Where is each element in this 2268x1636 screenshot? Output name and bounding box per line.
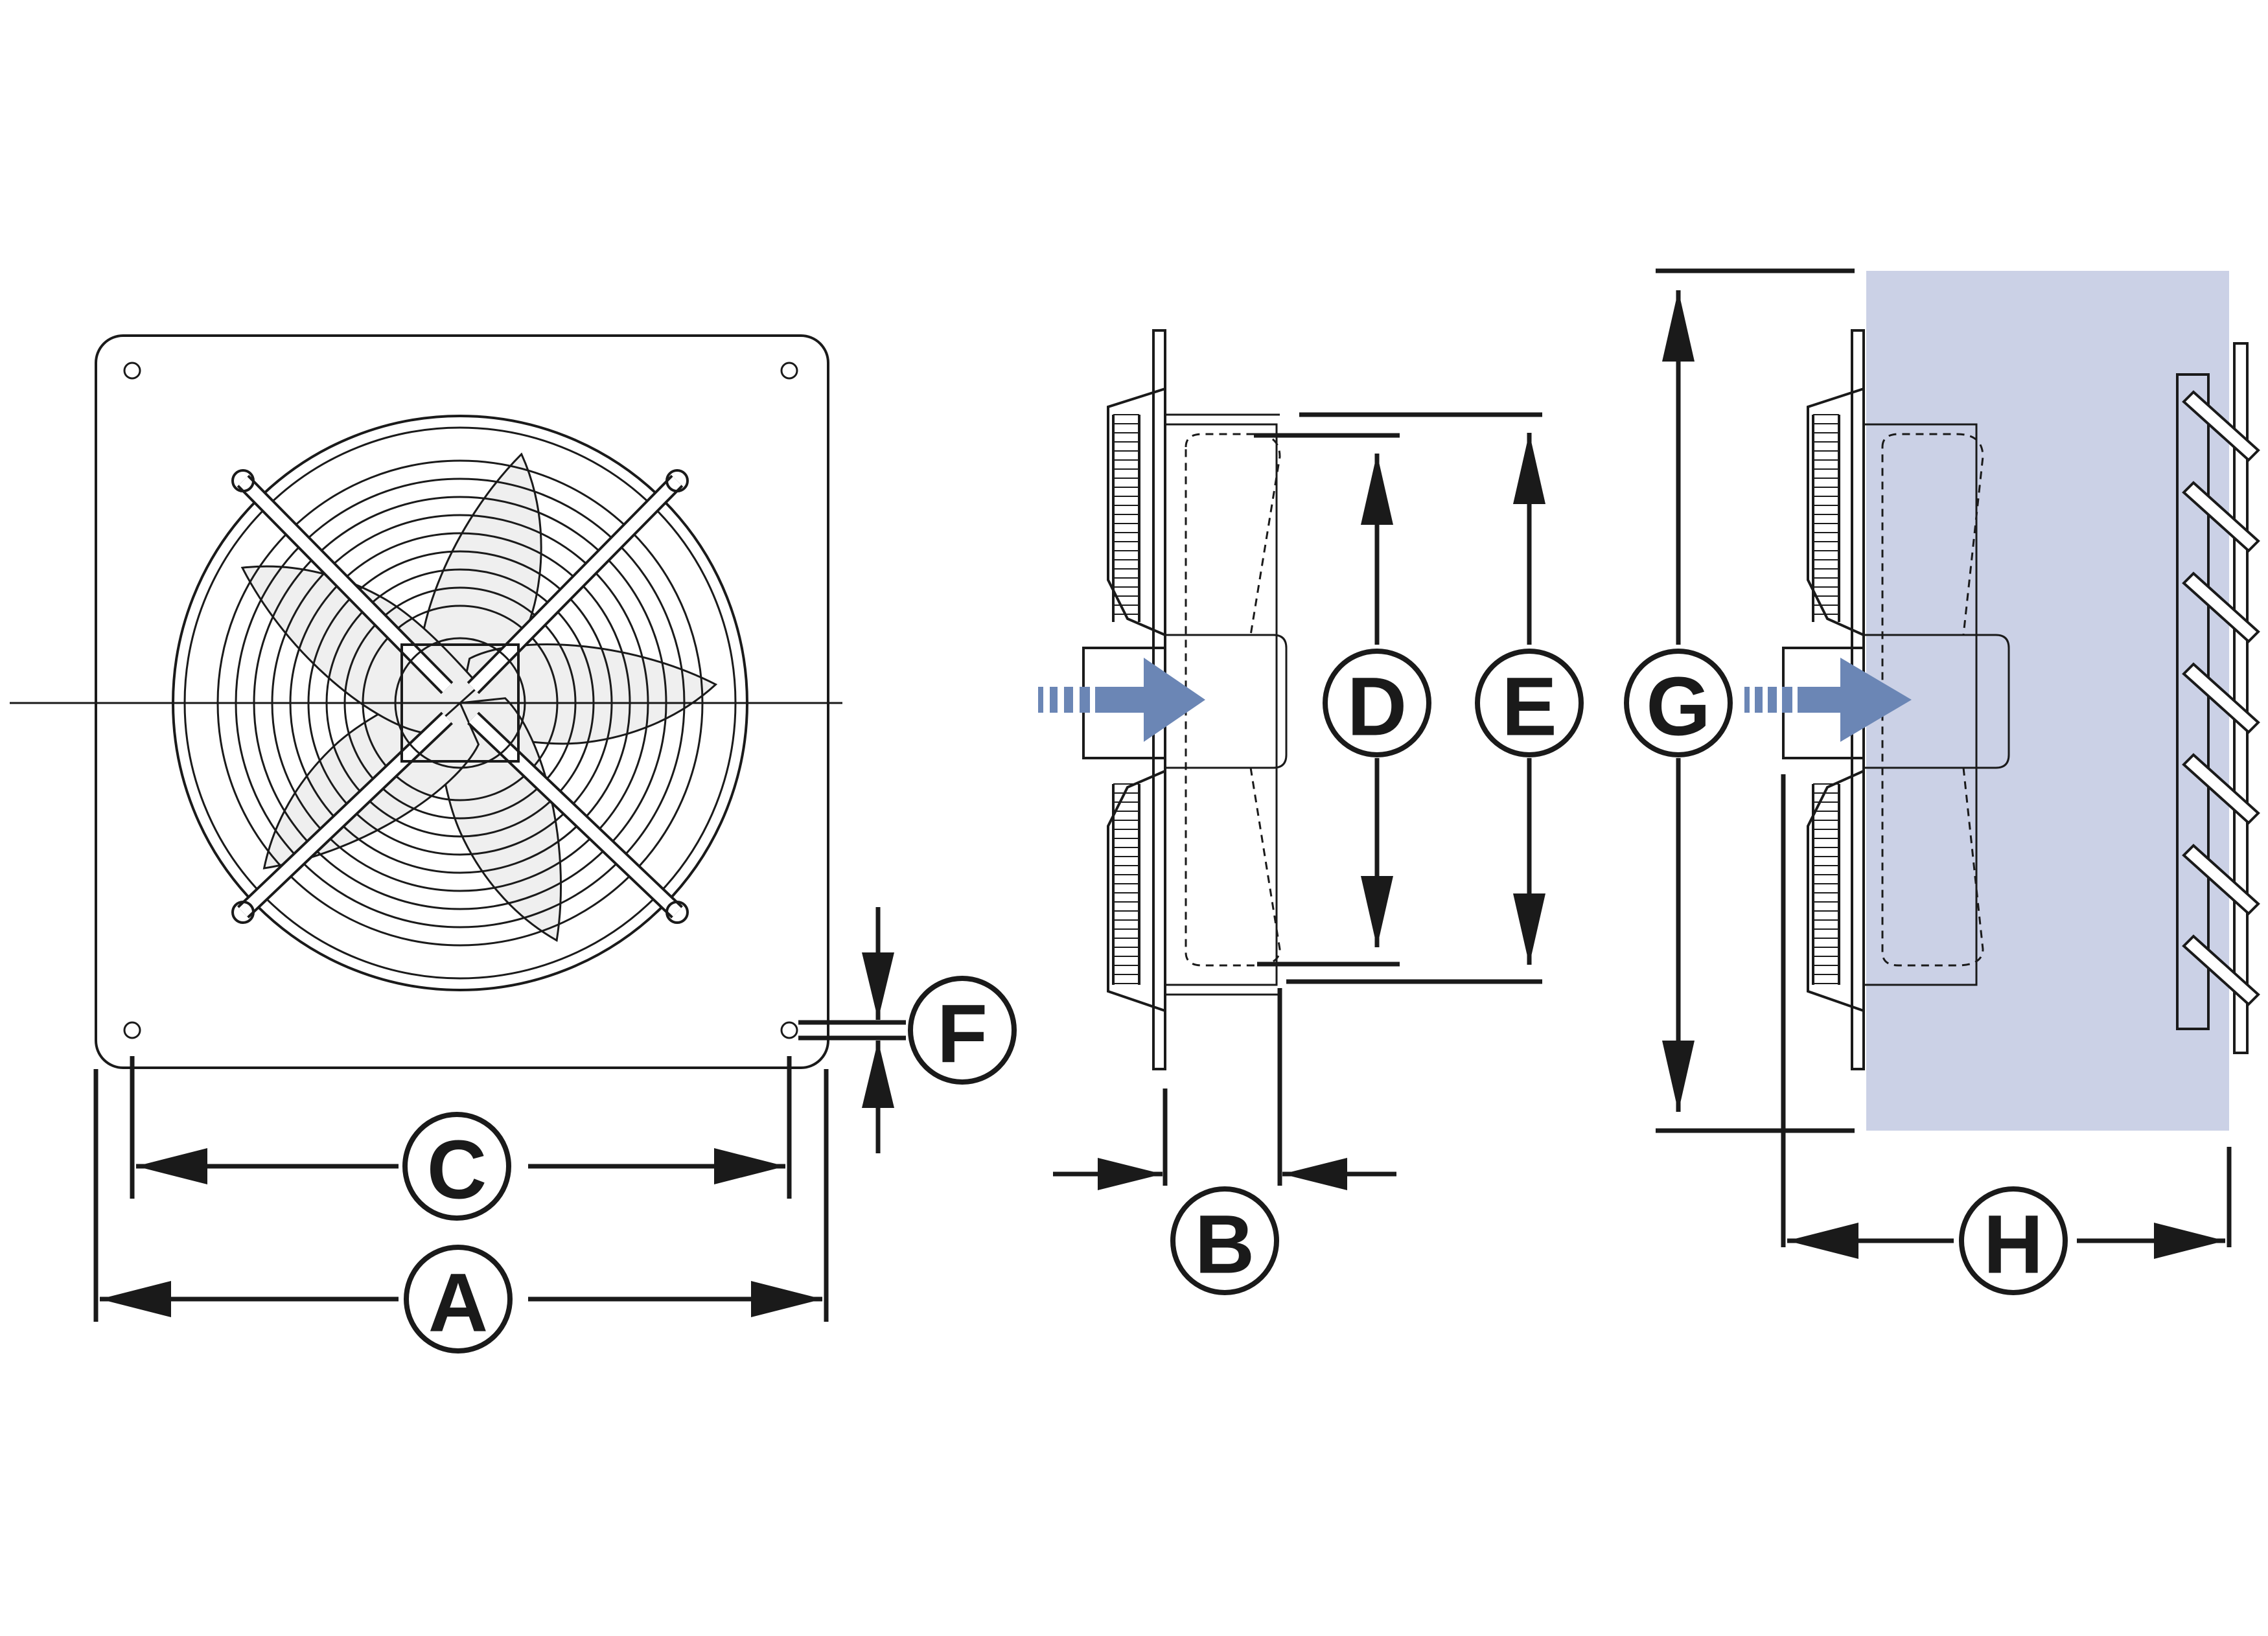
louvre-blade — [2182, 571, 2260, 643]
mounting-plate — [95, 334, 829, 1069]
guard-struts — [231, 469, 689, 924]
louvre-blade — [2182, 390, 2260, 462]
louvre-side-bar — [2233, 342, 2249, 1054]
label-c: C — [402, 1112, 511, 1221]
side-airflow-arrow — [1038, 658, 1205, 742]
louvre-blades — [2182, 390, 2260, 1006]
mounting-hole-bottom-right — [780, 1021, 798, 1039]
dimension-c — [130, 1056, 792, 1199]
louvre-frame — [2176, 373, 2210, 1030]
louvre-blade — [2182, 934, 2260, 1006]
dimension-b — [1053, 988, 1396, 1190]
front-view: C A F — [10, 334, 1017, 1354]
svg-text:C: C — [427, 1124, 487, 1217]
svg-text:G: G — [1646, 661, 1711, 754]
installed-hub — [1864, 634, 2010, 769]
svg-text:D: D — [1347, 661, 1407, 754]
duct-area — [1866, 271, 2229, 1131]
svg-text:E: E — [1501, 661, 1556, 754]
svg-text:H: H — [1984, 1199, 2043, 1291]
dimension-d — [1254, 433, 1400, 967]
louvre-blade — [2182, 481, 2260, 553]
installed-airflow-arrow — [1744, 658, 1912, 742]
label-b: B — [1170, 1186, 1279, 1295]
svg-text:A: A — [428, 1257, 488, 1350]
label-e: E — [1475, 649, 1584, 757]
side-hub — [1165, 634, 1288, 769]
svg-text:F: F — [937, 988, 988, 1081]
mounting-hole-top-right — [780, 362, 798, 380]
label-g: G — [1624, 649, 1733, 757]
svg-text:B: B — [1195, 1199, 1255, 1291]
label-a: A — [404, 1245, 513, 1354]
dimension-g — [1656, 268, 1855, 1133]
installed-venturi — [1864, 423, 1978, 986]
louvre-blade — [2182, 844, 2260, 916]
mounting-hole-bottom-left — [123, 1021, 141, 1039]
side-motor-fins — [1112, 414, 1140, 985]
label-h: H — [1959, 1186, 2068, 1295]
mounting-hole-top-left — [123, 362, 141, 380]
louvre-blade — [2182, 753, 2260, 825]
dimension-a — [93, 1069, 829, 1322]
label-f: F — [908, 976, 1017, 1085]
side-venturi — [1165, 423, 1278, 986]
side-view: D E B — [1038, 329, 1584, 1295]
dimension-h — [1781, 774, 2232, 1259]
installed-impeller-dashed — [1881, 433, 1984, 967]
label-d: D — [1323, 649, 1431, 757]
installed-view: G H — [1624, 268, 2260, 1295]
dimension-e — [1286, 412, 1545, 984]
installed-motor-fins — [1812, 414, 1840, 985]
dimension-f — [798, 907, 906, 1153]
fan-blade — [240, 565, 481, 735]
louvre-blade — [2182, 662, 2260, 734]
